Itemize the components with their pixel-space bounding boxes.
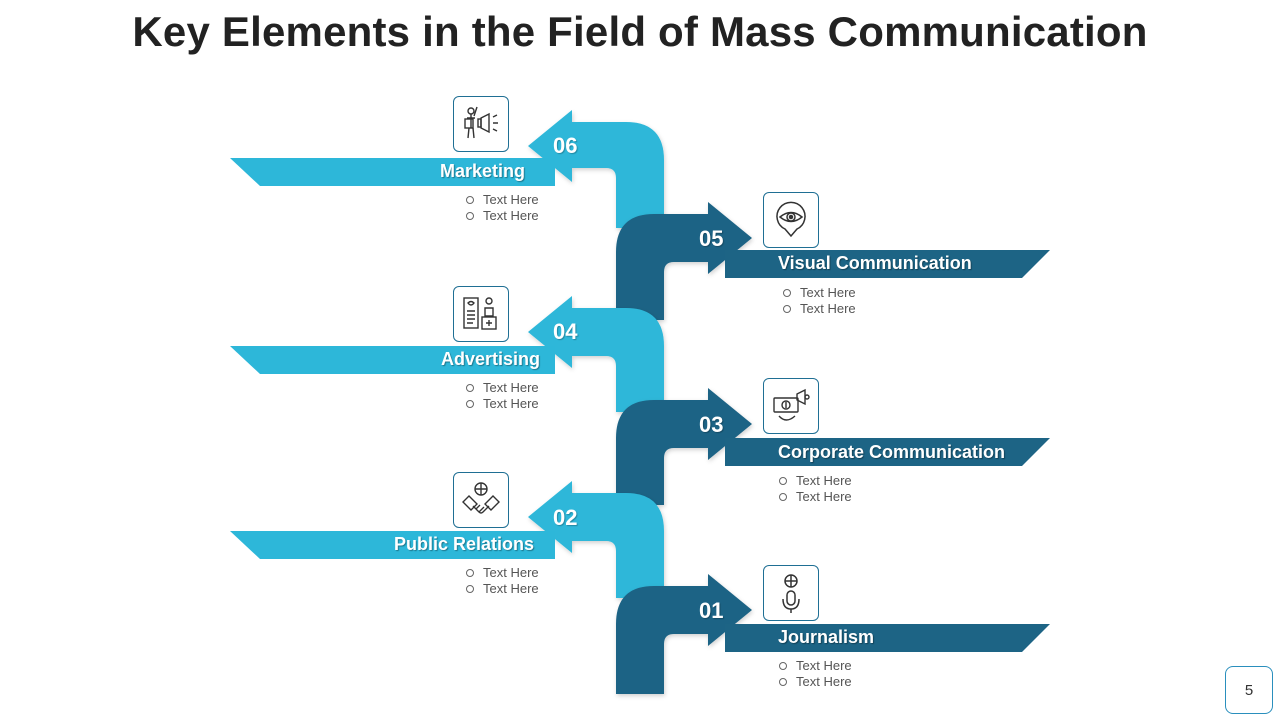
icon-box-03 — [763, 378, 819, 434]
bend-arrow-01 — [616, 574, 752, 694]
bend-arrow-04 — [528, 296, 664, 412]
bend-arrow-05 — [616, 202, 752, 320]
handshake-globe-icon — [462, 482, 500, 514]
bullet-list-04: Text Here Text Here — [466, 380, 539, 412]
icon-box-06 — [453, 96, 509, 152]
label-marketing: Marketing — [439, 161, 525, 181]
eye-pin-icon — [776, 201, 806, 238]
bullet-list-03: Text Here Text Here — [779, 473, 852, 505]
bullet-text: Text Here — [796, 658, 852, 673]
ribbon-06 — [230, 158, 555, 186]
icon-box-04 — [453, 286, 509, 342]
bullet-text: Text Here — [796, 489, 852, 504]
ribbon-02 — [230, 531, 555, 559]
step-number-01: 01 — [699, 598, 724, 623]
bullet-list-01: Text Here Text Here — [779, 658, 852, 690]
bullet-text: Text Here — [483, 581, 539, 596]
bullet-text: Text Here — [796, 473, 852, 488]
bullet-list-06: Text Here Text Here — [466, 192, 539, 224]
bullet-text: Text Here — [483, 380, 539, 395]
bend-arrow-03 — [616, 388, 752, 505]
journalist-mic-icon — [782, 574, 800, 613]
label-public-relations: Public Relations — [393, 534, 534, 554]
step-number-05: 05 — [699, 226, 724, 251]
bullet-text: Text Here — [483, 192, 539, 207]
ribbon-01 — [725, 624, 1050, 652]
icon-box-05 — [763, 192, 819, 248]
label-journalism: Journalism — [778, 627, 875, 647]
billboard-speaker-icon — [463, 297, 497, 330]
label-advertising: Advertising — [440, 349, 540, 369]
presenter-megaphone-icon — [464, 106, 498, 139]
bend-arrow-02 — [528, 481, 664, 598]
icon-box-02 — [453, 472, 509, 528]
bullet-text: Text Here — [800, 301, 856, 316]
bullet-text: Text Here — [483, 565, 539, 580]
ribbon-05 — [725, 250, 1050, 278]
bend-arrow-06 — [528, 110, 664, 228]
page-number: 5 — [1225, 666, 1273, 714]
step-number-02: 02 — [553, 505, 578, 530]
page-title: Key Elements in the Field of Mass Commun… — [132, 8, 1148, 55]
label-visual-communication: Visual Communication — [778, 253, 972, 273]
step-number-06: 06 — [553, 133, 578, 158]
bullet-text: Text Here — [796, 674, 852, 689]
icon-box-01 — [763, 565, 819, 621]
bullet-text: Text Here — [483, 208, 539, 223]
step-number-04: 04 — [553, 319, 578, 344]
ribbon-04 — [230, 346, 555, 374]
step-number-03: 03 — [699, 412, 724, 437]
label-corporate-communication: Corporate Communication — [778, 442, 1006, 462]
money-megaphone-icon — [773, 388, 810, 421]
ribbon-03 — [725, 438, 1050, 466]
bullet-text: Text Here — [483, 396, 539, 411]
bullet-text: Text Here — [800, 285, 856, 300]
bullet-list-02: Text Here Text Here — [466, 565, 539, 597]
bullet-list-05: Text Here Text Here — [783, 285, 856, 317]
